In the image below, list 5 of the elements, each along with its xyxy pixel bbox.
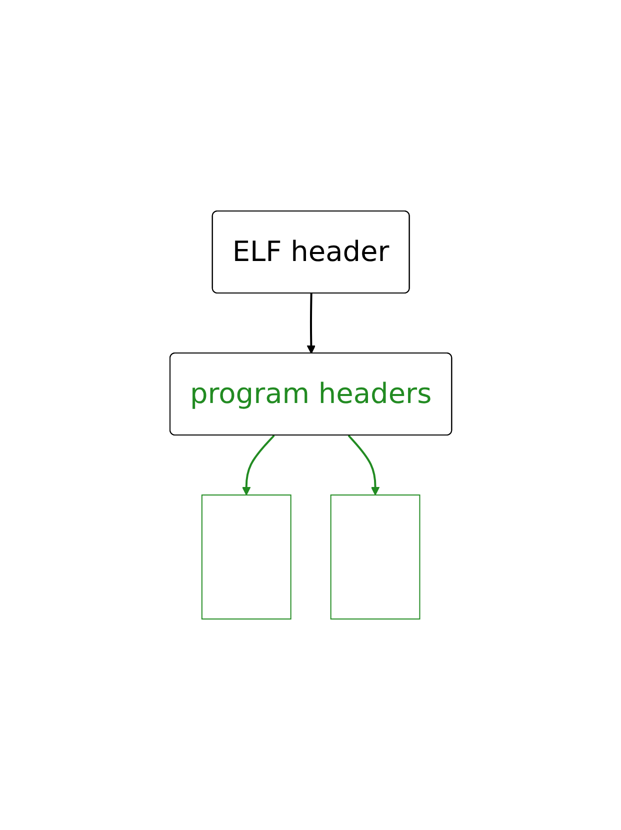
arrow [306,293,316,354]
arrow [347,434,380,496]
arrow [242,434,274,496]
node-box [330,494,420,620]
node-box [201,494,291,620]
